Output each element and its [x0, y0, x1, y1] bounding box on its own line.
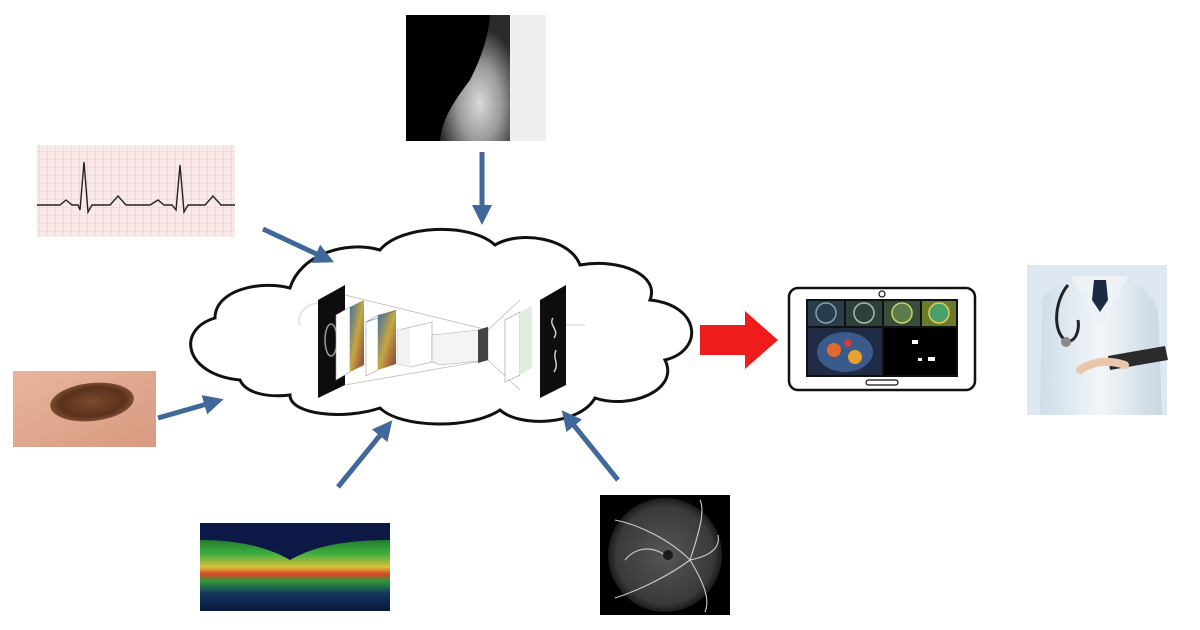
- fundus-angiography-image: [600, 495, 730, 615]
- segmentation-mask: [884, 328, 956, 375]
- tablet-segmentation-results: [787, 286, 977, 392]
- scan-thumbnail: [884, 301, 920, 326]
- output-arrow: [700, 311, 778, 369]
- ecg-trace-image: [37, 145, 235, 237]
- cloud-cnn-model: [189, 228, 694, 426]
- mammogram-xray-image: [406, 15, 546, 141]
- cnn-conv-block: [335, 300, 364, 381]
- scan-thumbnail: [922, 301, 956, 326]
- scan-thumbnail: [846, 301, 882, 326]
- scan-heatmap: [808, 328, 882, 375]
- input-arrows: [157, 152, 620, 489]
- retina-oct-scan-image: [200, 523, 390, 611]
- arrow-fundus-to-cloud: [561, 410, 620, 482]
- arrow-skin-to-cloud: [157, 395, 224, 421]
- arrow-ecg-to-cloud: [261, 226, 335, 263]
- cnn-bottleneck: [431, 326, 489, 366]
- cnn-conv-block: [397, 321, 433, 368]
- scan-thumbnail: [808, 301, 844, 326]
- cnn-output-slice: [540, 285, 566, 398]
- skin-lesion-photo: [13, 371, 156, 447]
- arrow-oct-to-cloud: [336, 420, 393, 489]
- cnn-conv-block: [365, 309, 397, 377]
- cnn-decoder-block: [504, 306, 532, 383]
- doctor-with-tablet-photo: [1027, 265, 1168, 415]
